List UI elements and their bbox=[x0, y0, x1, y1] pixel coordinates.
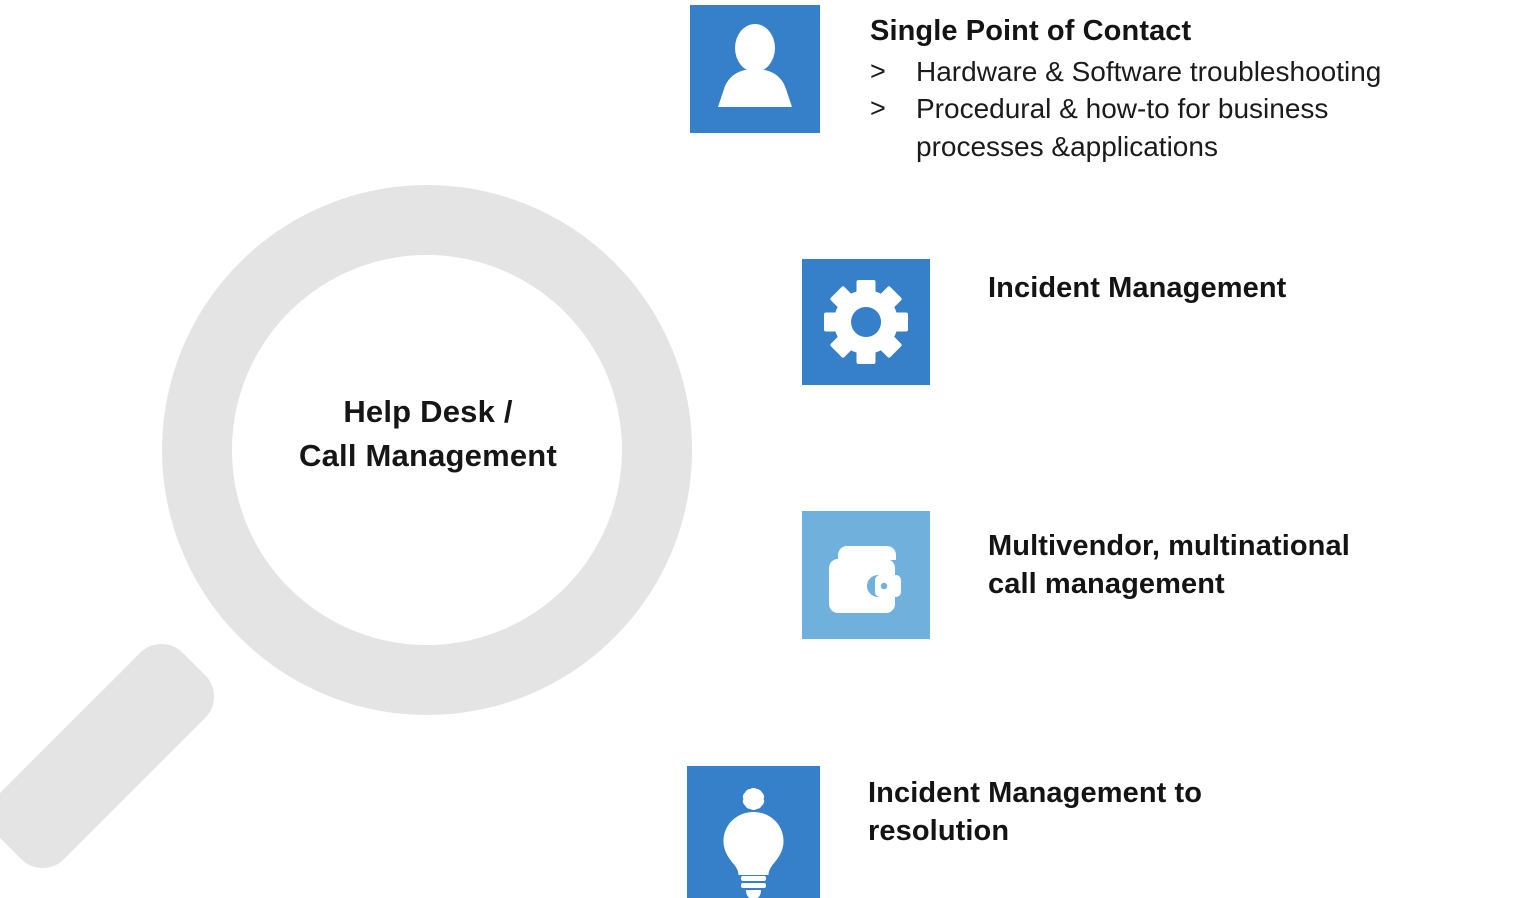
bullet-text: Procedural & how-to for business process… bbox=[916, 93, 1329, 162]
title-multivendor-call-management: Multivendor, multinational call manageme… bbox=[988, 530, 1350, 600]
bullet-text: Hardware & Software troubleshooting bbox=[916, 55, 1382, 87]
row-single-point-of-contact: Single Point of Contact > Hardware & Sof… bbox=[690, 5, 1381, 165]
gear-icon bbox=[802, 259, 930, 385]
row-incident-management-to-resolution: Incident Management to resolution bbox=[687, 766, 1202, 898]
tile-incident-management bbox=[802, 259, 930, 385]
tile-multivendor-call-management bbox=[802, 511, 930, 639]
row-incident-management: Incident Management bbox=[802, 259, 1286, 385]
lightbulb-icon bbox=[687, 766, 820, 898]
bullet-item: > Procedural & how-to for business proce… bbox=[870, 90, 1381, 165]
text-single-point-of-contact: Single Point of Contact > Hardware & Sof… bbox=[870, 13, 1381, 165]
text-incident-management-to-resolution: Incident Management to resolution bbox=[868, 775, 1202, 850]
bullet-marker-icon: > bbox=[870, 93, 886, 124]
magnifier-icon bbox=[0, 185, 693, 869]
title-incident-management-to-resolution: Incident Management to resolution bbox=[868, 777, 1203, 847]
bullet-marker-icon: > bbox=[870, 55, 886, 86]
text-incident-management: Incident Management bbox=[988, 270, 1286, 308]
tile-single-point-of-contact bbox=[690, 5, 820, 133]
bullet-item: > Hardware & Software troubleshooting bbox=[870, 53, 1381, 91]
wallet-icon bbox=[802, 511, 930, 639]
person-icon bbox=[690, 5, 820, 133]
bullet-list-single-point-of-contact: > Hardware & Software troubleshooting > … bbox=[870, 53, 1381, 166]
tile-incident-management-to-resolution bbox=[687, 766, 820, 898]
magnifier-handle bbox=[0, 643, 215, 869]
row-multivendor-call-management: Multivendor, multinational call manageme… bbox=[802, 511, 1350, 639]
center-label: Help Desk / Call Management bbox=[299, 394, 557, 474]
magnifier-graphic: Help Desk / Call Management bbox=[0, 150, 720, 898]
title-single-point-of-contact: Single Point of Contact bbox=[870, 15, 1192, 47]
text-multivendor-call-management: Multivendor, multinational call manageme… bbox=[988, 528, 1350, 603]
title-incident-management: Incident Management bbox=[988, 272, 1287, 304]
